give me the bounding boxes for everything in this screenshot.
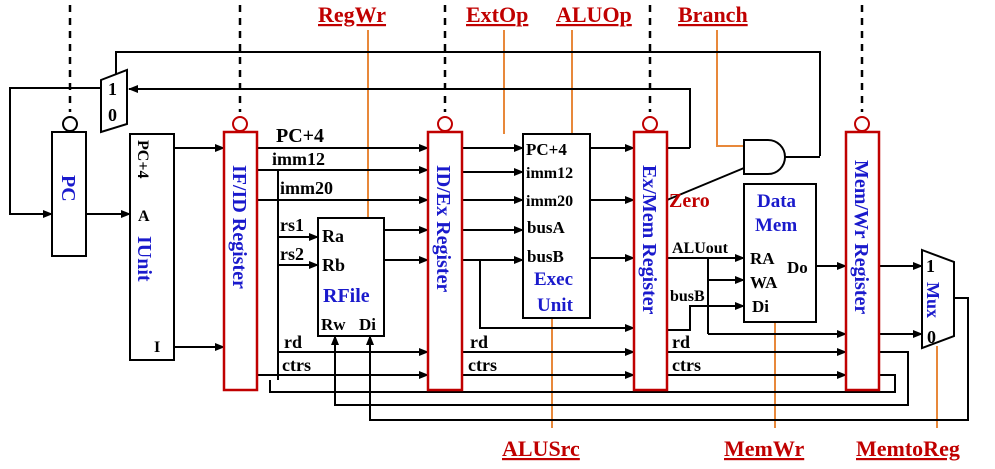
exec-name-line2: Unit	[537, 295, 574, 316]
idex-register-label: ID/Ex Register	[432, 165, 454, 292]
stage-clock-lines	[68, 5, 864, 112]
ifid-pc4-signal: PC+4	[276, 125, 324, 147]
exec-busb-port: busB	[527, 247, 564, 266]
rfile-rb-port: Rb	[322, 255, 345, 275]
ifid-rs2-signal: rs2	[280, 244, 304, 264]
pc-label: PC	[57, 175, 79, 202]
exmem-rd-signal: rd	[672, 332, 690, 352]
memwr-register-label: Mem/Wr Register	[850, 160, 872, 314]
rfile-ra-port: Ra	[322, 226, 344, 246]
rfile-name: RFile	[323, 285, 370, 307]
ifid-register-label: IF/ID Register	[228, 165, 250, 289]
exec-busa-port: busA	[527, 218, 566, 237]
pc-mux: 1 0	[100, 68, 128, 134]
instruction-unit: PC+4 A IUnit I	[129, 133, 175, 361]
wb-mux-input-0: 0	[927, 327, 936, 347]
wb-mux-input-1: 1	[926, 256, 935, 276]
memtoreg-label: MemtoReg	[856, 436, 960, 461]
idex-ctrs-signal: ctrs	[468, 355, 497, 375]
exmem-register: Ex/Mem Register	[632, 116, 669, 392]
register-file: Ra Rb RFile Rw Di	[317, 217, 385, 337]
rfile-di-port: Di	[359, 315, 376, 334]
zero-signal: Zero	[669, 190, 710, 212]
iunit-i-port: I	[154, 339, 160, 356]
exmem-register-label: Ex/Mem Register	[638, 165, 660, 315]
ifid-register: IF/ID Register	[222, 116, 259, 392]
idex-rd-signal: rd	[470, 332, 488, 352]
datamem-ra-port: RA	[750, 249, 775, 268]
datamem-wa-port: WA	[750, 273, 778, 292]
iunit-pc4-port: PC+4	[134, 140, 151, 178]
datamem-di-port: Di	[752, 297, 769, 316]
branch-and-gate	[743, 139, 820, 175]
pc-mux-input-0: 0	[108, 105, 117, 125]
ifid-imm20-signal: imm20	[280, 178, 333, 198]
control-lines	[367, 30, 938, 428]
writeback-mux: 1 Mux 0	[921, 248, 955, 350]
data-memory: Data Mem RA WA Di Do	[743, 183, 817, 323]
pc-mux-input-1: 1	[108, 79, 117, 99]
extop-label: ExtOp	[466, 2, 528, 27]
ifid-imm12-signal: imm12	[272, 149, 325, 169]
alusrc-label: ALUSrc	[502, 436, 580, 461]
memwr-register: Mem/Wr Register	[844, 116, 881, 392]
datamem-name-line2: Mem	[755, 215, 797, 236]
datamem-do-port: Do	[787, 258, 808, 277]
aluout-signal: ALUout	[672, 240, 729, 257]
branch-label: Branch	[678, 2, 748, 27]
pc-register: PC	[51, 116, 87, 257]
exec-unit: PC+4 imm12 imm20 busA busB Exec Unit	[522, 133, 591, 319]
exmem-ctrs-signal: ctrs	[672, 355, 701, 375]
exec-imm20-port: imm20	[526, 193, 573, 210]
ifid-rd-signal: rd	[284, 332, 302, 352]
iunit-a-port: A	[138, 208, 150, 225]
exec-imm12-port: imm12	[526, 165, 573, 182]
wb-mux-name: Mux	[923, 282, 943, 318]
rfile-rw-port: Rw	[321, 315, 346, 334]
exec-name-line1: Exec	[534, 269, 573, 290]
idex-register: ID/Ex Register	[426, 116, 464, 392]
datapath-wires	[9, 51, 969, 421]
exec-pc4-port: PC+4	[526, 140, 567, 159]
exmem-busb-signal: busB	[670, 288, 705, 305]
memwr-label: MemWr	[724, 436, 804, 461]
ifid-rs1-signal: rs1	[280, 215, 304, 235]
regwr-label: RegWr	[318, 2, 386, 27]
datamem-name-line1: Data	[757, 191, 797, 212]
aluop-label: ALUOp	[556, 2, 632, 27]
ifid-ctrs-signal: ctrs	[282, 355, 311, 375]
iunit-name: IUnit	[133, 236, 155, 282]
